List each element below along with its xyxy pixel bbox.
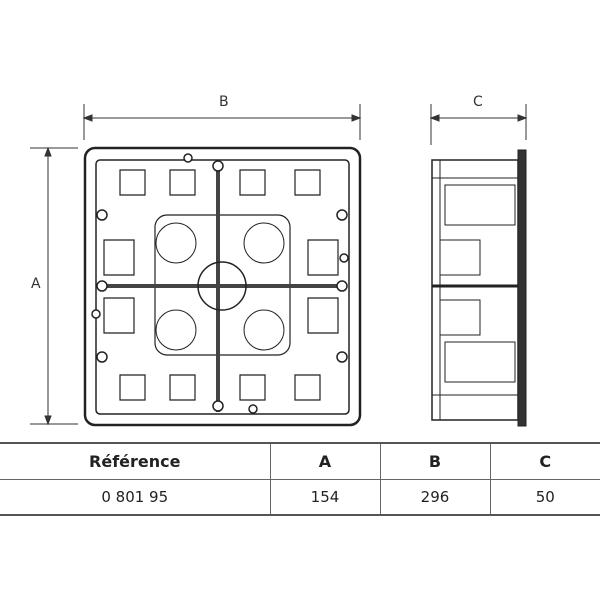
header-c: C [489, 443, 600, 480]
dimension-label-b: B [219, 94, 229, 110]
cell-a: 154 [269, 479, 380, 515]
table-header-row: Référence A B C [0, 443, 600, 480]
technical-drawing [30, 104, 528, 427]
cell-b: 296 [379, 479, 490, 515]
header-reference: Référence [0, 443, 270, 480]
dimension-label-c: C [473, 94, 483, 110]
side-view [431, 149, 527, 427]
front-view [83, 146, 362, 427]
dimension-line-c [429, 104, 528, 145]
dimensions-table: Référence A B C 0 801 95 154 296 50 [0, 442, 600, 516]
dimension-line-b [82, 104, 362, 140]
dimension-label-a: A [31, 276, 41, 292]
table-row: 0 801 95 154 296 50 [0, 479, 600, 515]
header-a: A [269, 443, 380, 480]
cell-reference: 0 801 95 [101, 488, 169, 506]
cell-c: 50 [489, 479, 600, 515]
dimension-line-a [30, 146, 78, 426]
header-b: B [379, 443, 490, 480]
